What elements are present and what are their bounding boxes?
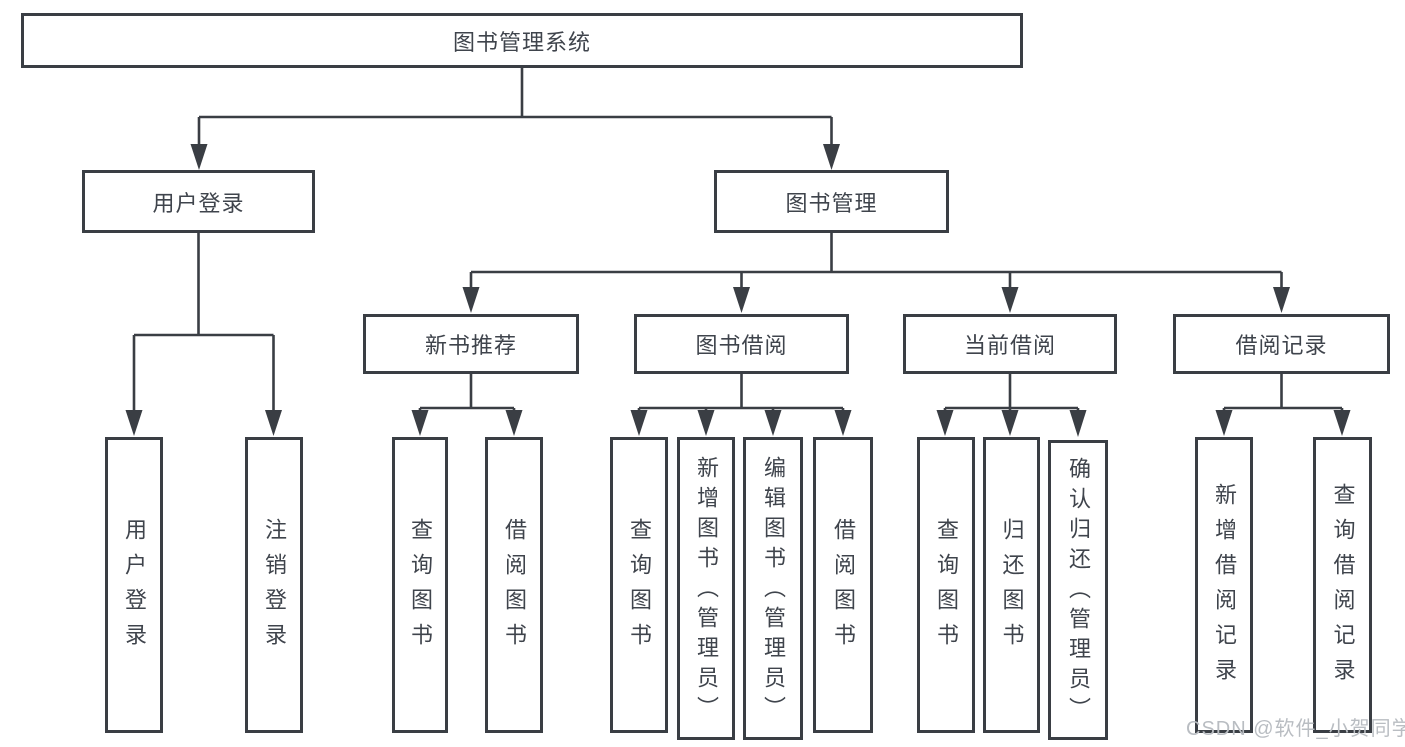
leaf-nbr-borrow-books: 借阅图书 (485, 437, 543, 733)
leaf-cb-confirm-return-admin: 确认归还（管理员） (1048, 440, 1108, 740)
arrowhead (125, 410, 143, 436)
arrowhead (1001, 410, 1019, 436)
arrowhead (834, 410, 852, 436)
arrowhead (936, 410, 954, 436)
arrowhead (1273, 287, 1290, 313)
arrowhead (1215, 410, 1233, 436)
arrowhead (190, 144, 208, 170)
arrowhead (630, 410, 648, 436)
leaf-nbr-query-books: 查询图书 (392, 437, 448, 733)
node-library-system: 图书管理系统 (21, 13, 1023, 68)
leaf-bb-edit-books-admin: 编辑图书（管理员） (743, 437, 803, 740)
node-book-borrowing: 图书借阅 (634, 314, 849, 374)
arrowhead (1333, 410, 1351, 436)
leaf-bb-query-books: 查询图书 (610, 437, 668, 733)
arrowhead (823, 144, 840, 170)
leaf-br-query-record: 查询借阅记录 (1313, 437, 1372, 733)
leaf-logout: 注销登录 (245, 437, 303, 733)
arrowhead (1001, 287, 1019, 313)
node-book-management: 图书管理 (714, 170, 949, 233)
arrowhead (411, 410, 429, 436)
leaf-cb-query-books: 查询图书 (917, 437, 975, 733)
arrowhead (462, 287, 480, 313)
arrowhead (265, 410, 282, 436)
leaf-cb-return-books: 归还图书 (983, 437, 1040, 733)
node-borrowing-records: 借阅记录 (1173, 314, 1390, 374)
node-user-login: 用户登录 (82, 170, 315, 233)
arrowhead (505, 410, 523, 436)
node-new-book-recommend: 新书推荐 (363, 314, 579, 374)
arrowhead (697, 410, 715, 436)
leaf-user-login: 用户登录 (105, 437, 163, 733)
node-current-borrowing: 当前借阅 (903, 314, 1117, 374)
leaf-bb-add-books-admin: 新增图书（管理员） (677, 437, 735, 740)
arrowhead (1069, 410, 1087, 437)
csdn-watermark: CSDN @软件_小贺同学 (1186, 718, 1405, 740)
leaf-br-add-record: 新增借阅记录 (1195, 437, 1253, 733)
leaf-bb-borrow-books: 借阅图书 (813, 437, 873, 733)
arrowhead (764, 410, 782, 436)
arrowhead (733, 287, 750, 313)
